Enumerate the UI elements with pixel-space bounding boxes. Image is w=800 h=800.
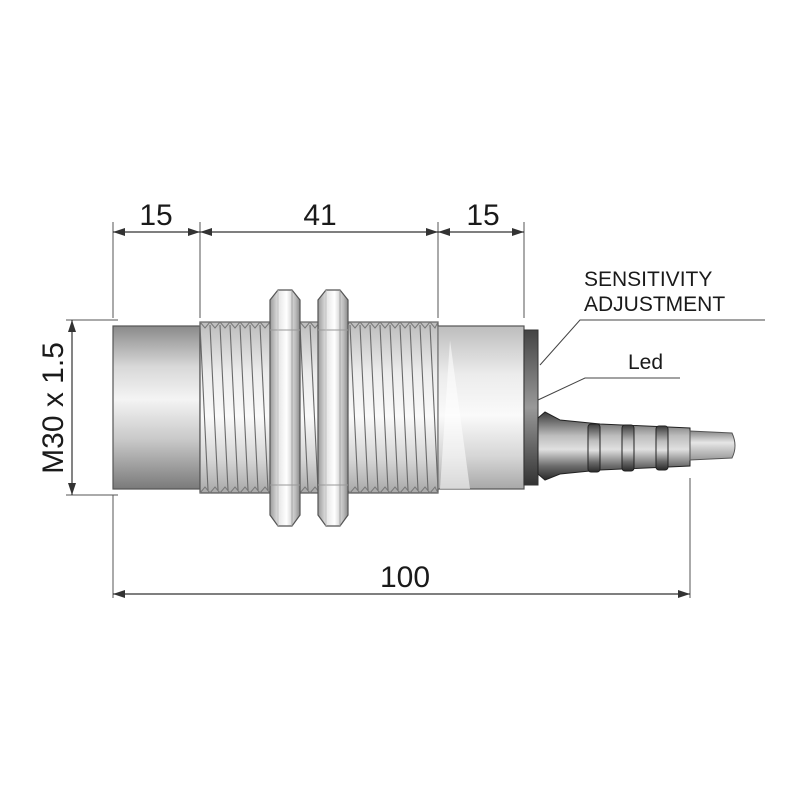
thread-line <box>419 324 429 491</box>
thread-line <box>369 324 379 491</box>
thread-line <box>249 324 259 491</box>
thread-line <box>209 324 219 491</box>
rear-housing <box>437 325 525 490</box>
thread-line <box>199 324 209 491</box>
thread-line <box>399 324 409 491</box>
thread-line <box>239 324 249 491</box>
extension-lines <box>66 222 691 598</box>
lock-nut-left <box>269 289 301 527</box>
diameter-dimension-line <box>68 320 76 495</box>
dim-thread-length: 41 <box>303 199 336 232</box>
thread-line <box>219 324 229 491</box>
thread-line <box>259 324 269 491</box>
thread-line <box>229 324 239 491</box>
dim-rear-length: 15 <box>466 199 499 232</box>
total-dimension-line <box>113 590 690 598</box>
lock-nut-right <box>317 289 349 527</box>
thread-line <box>359 324 369 491</box>
thread-line <box>299 324 309 491</box>
thread-line <box>379 324 389 491</box>
led-ring <box>523 329 539 486</box>
thread-line <box>309 324 319 491</box>
cable <box>689 430 736 461</box>
dim-thread-spec: M30 x 1.5 <box>37 342 70 474</box>
thread-line <box>349 324 359 491</box>
leader-lines <box>537 319 765 401</box>
sensing-face <box>112 325 201 490</box>
top-dimension-line <box>113 228 524 236</box>
thread-line <box>389 324 399 491</box>
thread-line <box>409 324 419 491</box>
dim-total-length: 100 <box>380 561 430 594</box>
sensitivity-label-line1: SENSITIVITY <box>584 268 712 291</box>
led-label: Led <box>628 351 663 374</box>
cable-gland <box>537 411 691 481</box>
dim-front-length: 15 <box>139 199 172 232</box>
thread-line <box>429 324 439 491</box>
sensitivity-label-line2: ADJUSTMENT <box>584 293 725 316</box>
